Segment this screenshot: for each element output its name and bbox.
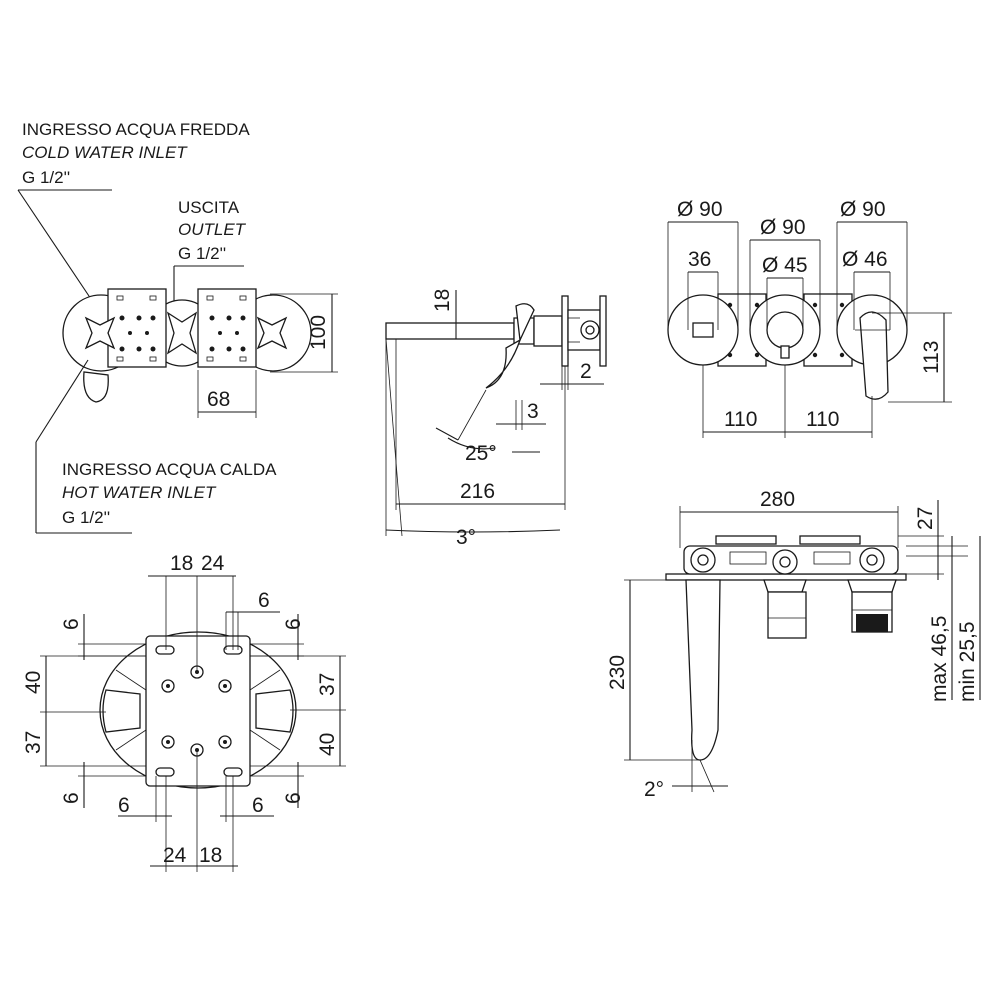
dim-left-40: 40 bbox=[22, 671, 45, 694]
dim-113: 113 bbox=[920, 341, 943, 374]
dim-bottom-6-left: 6 bbox=[118, 794, 130, 817]
cold-inlet-label-en: COLD WATER INLET bbox=[22, 143, 188, 162]
dim-left-37: 37 bbox=[22, 731, 45, 754]
dim-phi-45: Ø 45 bbox=[762, 254, 808, 277]
dim-230: 230 bbox=[606, 655, 629, 690]
dim-2: 2 bbox=[580, 360, 592, 383]
dim-bottom-18: 18 bbox=[199, 844, 222, 867]
dim-right-6-top: 6 bbox=[282, 618, 305, 630]
dim-top-18: 18 bbox=[170, 552, 193, 575]
dim-right-37: 37 bbox=[316, 673, 339, 696]
dim-left-6-top: 6 bbox=[60, 618, 83, 630]
dim-bottom-6-right: 6 bbox=[252, 794, 264, 817]
dim-3: 3 bbox=[527, 400, 539, 423]
hot-inlet-label-it: INGRESSO ACQUA CALDA bbox=[62, 460, 277, 479]
cold-inlet-size: G 1/2'' bbox=[22, 168, 70, 187]
dim-27: 27 bbox=[914, 507, 937, 530]
dim-top-6-right: 6 bbox=[258, 589, 270, 612]
dim-phi-90-middle: Ø 90 bbox=[760, 216, 806, 239]
dim-right-40: 40 bbox=[316, 733, 339, 756]
dim-min-25-5: min 25,5 bbox=[956, 621, 979, 702]
dim-top-24: 24 bbox=[201, 552, 225, 575]
mounting-plate-view: 18 24 6 6 6 40 37 6 37 40 bbox=[22, 552, 346, 872]
dim-bottom-24: 24 bbox=[163, 844, 187, 867]
dim-100: 100 bbox=[307, 315, 330, 350]
cold-inlet-label-it: INGRESSO ACQUA FREDDA bbox=[22, 120, 250, 139]
dim-110-right: 110 bbox=[806, 408, 839, 431]
top-view-body: INGRESSO ACQUA FREDDA COLD WATER INLET G… bbox=[17, 120, 338, 534]
dim-110-left: 110 bbox=[724, 408, 757, 431]
dim-3-deg: 3° bbox=[456, 526, 476, 549]
dim-left-6-bottom: 6 bbox=[60, 792, 83, 804]
side-view-spout: 18 2 3 25° 216 3° bbox=[385, 289, 607, 549]
dim-68: 68 bbox=[207, 388, 230, 411]
hot-inlet-size: G 1/2'' bbox=[62, 508, 110, 527]
hot-inlet-label-en: HOT WATER INLET bbox=[62, 483, 217, 502]
dim-max-46-5: max 46,5 bbox=[928, 616, 951, 702]
dim-phi-90-right: Ø 90 bbox=[840, 198, 886, 221]
front-view: Ø 90 Ø 90 Ø 90 36 Ø 45 Ø 46 113 11 bbox=[667, 198, 952, 438]
outlet-label-it: USCITA bbox=[178, 198, 240, 217]
dim-right-6-bottom: 6 bbox=[282, 792, 305, 804]
dim-2-deg: 2° bbox=[644, 778, 664, 801]
section-view: 280 27 max 46,5 min 25,5 230 2° bbox=[606, 488, 981, 801]
dim-25-deg: 25° bbox=[465, 442, 497, 465]
dim-18: 18 bbox=[431, 289, 454, 312]
outlet-size: G 1/2'' bbox=[178, 244, 226, 263]
dim-216: 216 bbox=[460, 480, 495, 503]
dim-phi-46: Ø 46 bbox=[842, 248, 888, 271]
dim-phi-90-left: Ø 90 bbox=[677, 198, 723, 221]
dim-36: 36 bbox=[688, 248, 711, 271]
outlet-label-en: OUTLET bbox=[178, 220, 247, 239]
dim-280: 280 bbox=[760, 488, 795, 511]
